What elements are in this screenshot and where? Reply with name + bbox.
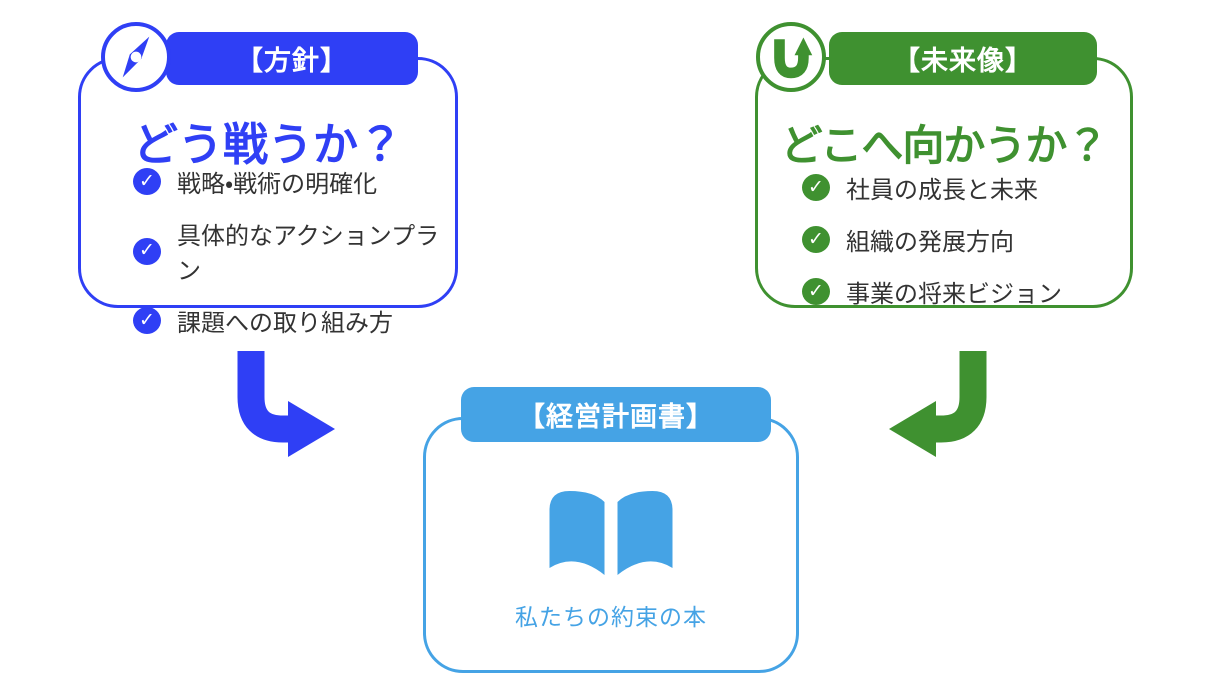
plan-card: 【経営計画書】 私たちの約束の本	[423, 387, 799, 673]
list-item: ✓ 社員の成長と未来	[802, 170, 1062, 205]
list-item: ✓ 具体的なアクションプラン	[133, 216, 455, 286]
policy-header-pill: 【方針】	[166, 32, 418, 85]
policy-card: 【方針】 どう戦うか？ ✓ 戦略・戦術の明確化 ✓ 具体的なアクションプラン ✓…	[78, 22, 458, 337]
list-item-label: 社員の成長と未来	[846, 177, 1038, 204]
list-item: ✓ 課題への取り組み方	[133, 303, 455, 338]
plan-caption: 私たちの約束の本	[515, 604, 707, 630]
check-icon: ✓	[802, 174, 830, 201]
check-icon: ✓	[133, 237, 161, 265]
u-turn-arrow-icon	[756, 22, 826, 92]
check-icon: ✓	[133, 168, 161, 195]
check-icon: ✓	[802, 278, 830, 305]
vision-title: どこへ向かうか？	[780, 122, 1109, 169]
list-item-label: 具体的なアクションプラン	[177, 223, 440, 285]
list-item-label: 戦略・戦術の明確化	[177, 171, 378, 198]
blue-elbow-arrow	[237, 351, 335, 457]
check-icon: ✓	[133, 307, 161, 334]
open-book-icon	[548, 488, 675, 585]
green-elbow-arrow	[889, 351, 987, 457]
compass-icon	[101, 22, 171, 92]
list-item-label: 組織の発展方向	[846, 229, 1014, 256]
plan-header-pill: 【経営計画書】	[461, 387, 771, 442]
policy-title: どう戦うか？	[132, 119, 403, 170]
list-item-label: 課題への取り組み方	[177, 310, 393, 337]
vision-card: 【未来像】 どこへ向かうか？ ✓ 社員の成長と未来 ✓ 組織の発展方向 ✓ 事業…	[755, 22, 1133, 309]
check-icon: ✓	[802, 226, 830, 253]
list-item: ✓ 事業の将来ビジョン	[802, 274, 1062, 309]
list-item-label: 事業の将来ビジョン	[846, 281, 1062, 308]
vision-header-pill: 【未来像】	[829, 32, 1097, 85]
list-item: ✓ 戦略・戦術の明確化	[133, 164, 455, 199]
policy-list: ✓ 戦略・戦術の明確化 ✓ 具体的なアクションプラン ✓ 課題への取り組み方	[133, 164, 455, 338]
list-item: ✓ 組織の発展方向	[802, 222, 1062, 257]
vision-list: ✓ 社員の成長と未来 ✓ 組織の発展方向 ✓ 事業の将来ビジョン	[802, 170, 1062, 309]
